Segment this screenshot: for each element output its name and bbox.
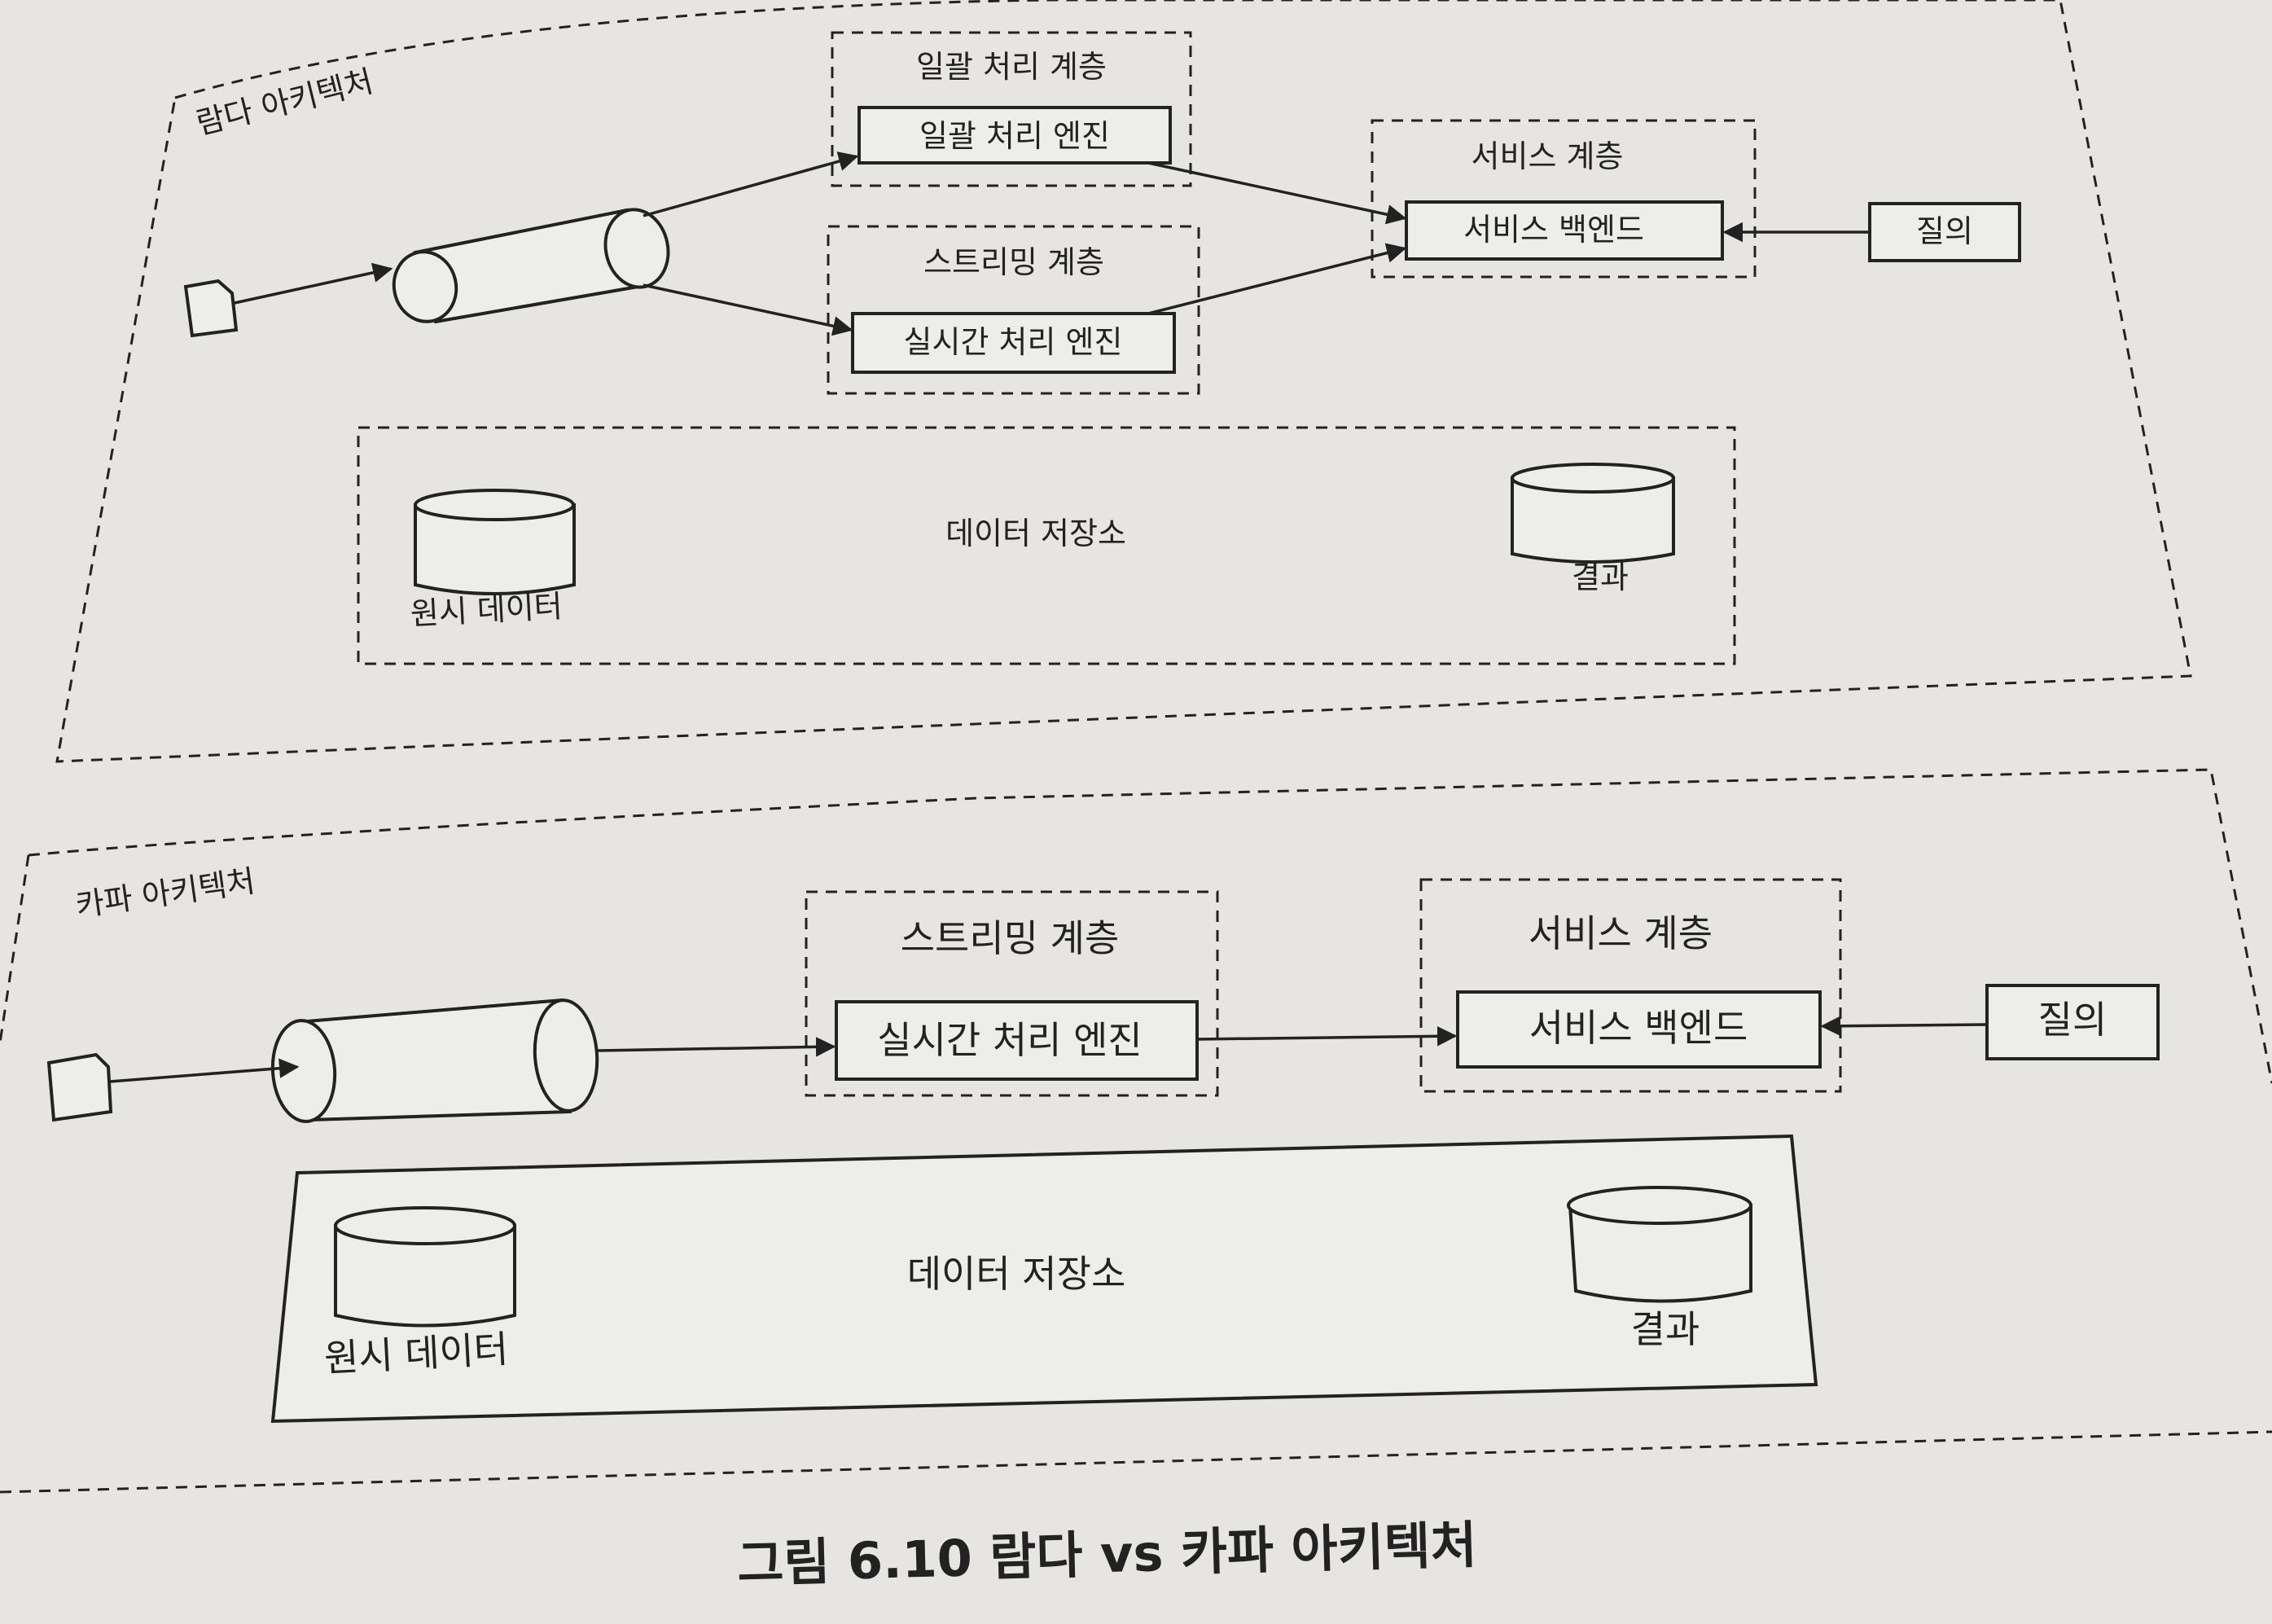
lambda-raw-data-label: 원시 데이터 (410, 588, 564, 632)
figure-caption: 그림 6.10 람다 vs 카파 아키텍처 (736, 1515, 1477, 1594)
kappa-boundary-bottom (0, 1430, 2272, 1494)
batch-layer-box (831, 31, 1192, 187)
edge-realtime-to-serving (1147, 243, 1407, 315)
edge-queue-to-batch (643, 151, 859, 217)
lambda-serving-layer-label: 서비스 계층 (1472, 138, 1624, 174)
lambda-serving-backend-box (1405, 200, 1724, 261)
lambda-data-storage-label: 데이터 저장소 (945, 516, 1126, 551)
edge-batch-to-serving (1147, 161, 1407, 225)
lambda-result-cylinder (1511, 463, 1675, 564)
lambda-realtime-engine-box (851, 312, 1176, 374)
edge-kappa-queue-to-realtime (596, 1037, 836, 1057)
kappa-architecture: 카파 아키텍처 스트리밍 계층 실시간 처리 엔진 서비스 계층 서비스 백엔드… (0, 768, 2272, 1494)
source-file-icon (183, 279, 239, 338)
batch-engine-label: 일괄 처리 엔진 (919, 118, 1110, 154)
kappa-serving-backend-box (1456, 990, 1822, 1069)
kappa-realtime-engine-box (835, 1000, 1199, 1081)
lambda-data-storage-box (357, 426, 1736, 665)
kappa-title: 카파 아키텍처 (73, 862, 257, 923)
edge-kappa-query-to-serving (1820, 1016, 1988, 1037)
lambda-serving-backend-label: 서비스 백엔드 (1463, 212, 1644, 248)
kappa-serving-layer-box (1419, 878, 1842, 1093)
kappa-raw-data-label: 원시 데이터 (323, 1327, 510, 1380)
kappa-data-storage-box (270, 1134, 1818, 1424)
kappa-boundary (28, 768, 2272, 1084)
lambda-streaming-layer-box (827, 225, 1200, 395)
kappa-serving-layer-label: 서비스 계층 (1529, 911, 1713, 955)
kappa-streaming-layer-box (805, 890, 1219, 1097)
lambda-serving-layer-box (1371, 119, 1757, 279)
lambda-raw-data-cylinder (414, 489, 576, 595)
lambda-title: 람다 아키텍처 (193, 63, 377, 141)
kappa-source-file-icon (46, 1052, 113, 1122)
kappa-boundary-left (0, 854, 30, 1043)
lambda-query-box (1868, 202, 2021, 262)
kappa-serving-backend-label: 서비스 백엔드 (1529, 1006, 1748, 1050)
kappa-result-label: 결과 (1631, 1307, 1700, 1351)
lambda-streaming-layer-label: 스트리밍 계층 (923, 244, 1104, 280)
kappa-query-label: 질의 (2038, 998, 2108, 1042)
kappa-raw-data-cylinder (334, 1206, 516, 1328)
lambda-result-label: 결과 (1572, 560, 1629, 595)
lambda-architecture: 람다 아키텍처 일괄 처리 계층 일괄 처리 엔진 스트리밍 계층 실시간 처리… (55, 0, 2192, 763)
lambda-query-label: 질의 (1916, 213, 1973, 249)
message-queue (392, 208, 670, 324)
edge-source-to-queue (234, 262, 393, 305)
kappa-realtime-engine-label: 실시간 처리 엔진 (877, 1018, 1142, 1062)
lambda-realtime-engine-label: 실시간 처리 엔진 (904, 324, 1123, 360)
kappa-data-storage-label: 데이터 저장소 (907, 1252, 1126, 1296)
edge-queue-to-realtime (643, 283, 853, 336)
kappa-query-box (1985, 984, 2160, 1060)
batch-engine-box (857, 106, 1172, 165)
edge-kappa-source-to-queue (109, 1058, 300, 1083)
kappa-message-queue (270, 998, 599, 1123)
kappa-result-cylinder (1567, 1186, 1752, 1303)
batch-layer-label: 일괄 처리 계층 (916, 49, 1107, 85)
edge-kappa-realtime-to-serving (1196, 1026, 1458, 1047)
kappa-streaming-layer-label: 스트리밍 계층 (901, 916, 1120, 960)
